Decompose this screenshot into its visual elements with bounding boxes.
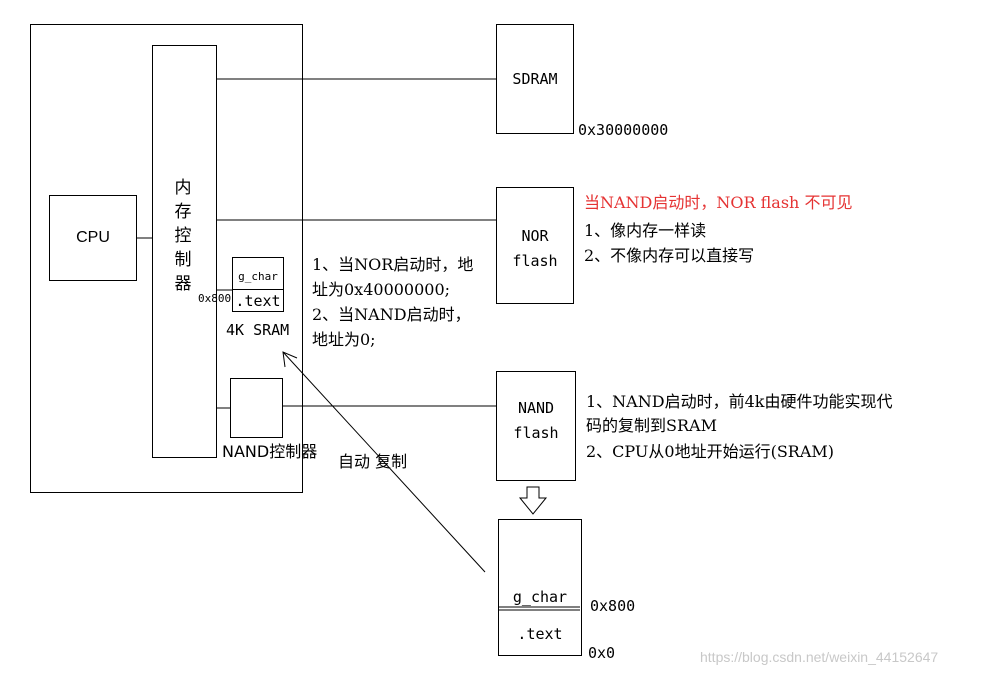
sdram-addr-label: 0x30000000 xyxy=(578,121,669,139)
nand-note-line: 码的复制到SRAM xyxy=(586,416,717,435)
nor-flash-box: NOR flash xyxy=(496,187,574,304)
auto-copy-arrow-head xyxy=(282,351,298,368)
sdram-box: SDRAM xyxy=(496,24,574,134)
sram-text-segment: .text xyxy=(235,291,281,310)
sram-addr-label: 0x800 xyxy=(198,292,232,305)
boot-note-line: 2、当NAND启动时， xyxy=(312,305,471,324)
nor-note-line: 2、不像内存可以直接写 xyxy=(584,246,755,265)
sram-g-char-segment: g_char xyxy=(233,258,283,290)
mem-ctrl-char: 器 xyxy=(174,274,192,294)
boot-note-line: 地址为0; xyxy=(312,330,376,349)
auto-copy-arrow-line xyxy=(282,351,486,573)
nand-content-text: .text xyxy=(517,625,563,643)
mem-ctrl-char: 内 xyxy=(174,178,192,198)
mem-ctrl-char: 存 xyxy=(174,202,192,222)
nand-content-box: g_char .text xyxy=(498,519,582,656)
down-arrow-icon xyxy=(518,486,548,515)
memory-controller-box: 内 存 控 制 器 xyxy=(152,45,217,458)
nand-controller-label: NAND控制器 xyxy=(222,442,318,461)
sdram-label: SDRAM xyxy=(512,70,558,88)
nor-label-line2: flash xyxy=(512,252,558,270)
nor-note-line: 1、像内存一样读 xyxy=(584,221,707,240)
nor-warning-note: 当NAND启动时，NOR flash 不可见 xyxy=(584,193,853,212)
mem-ctrl-char: 制 xyxy=(174,250,192,270)
nand-addr-high: 0x800 xyxy=(590,597,636,615)
nand-flash-box: NAND flash xyxy=(496,371,576,481)
boot-note-line: 址为0x40000000; xyxy=(312,280,451,299)
nand-note-line: 1、NAND启动时，前4k由硬件功能实现代 xyxy=(586,392,893,411)
nand-label-line2: flash xyxy=(513,424,559,442)
sram-size-label: 4K SRAM xyxy=(226,321,290,339)
nand-note-line: 2、CPU从0地址开始运行(SRAM) xyxy=(586,442,835,461)
nand-controller-box xyxy=(230,378,283,438)
auto-copy-label: 自动 复制 xyxy=(338,452,408,471)
mem-ctrl-char: 控 xyxy=(174,226,192,246)
nand-addr-low: 0x0 xyxy=(588,644,616,662)
nand-content-g-char: g_char xyxy=(512,588,568,606)
nor-label-line1: NOR xyxy=(521,227,549,245)
boot-note-line: 1、当NOR启动时，地 xyxy=(312,255,474,274)
sram-box: g_char .text xyxy=(232,257,284,312)
memory-controller-label: 内 存 控 制 器 xyxy=(173,176,193,296)
soc-chip-box xyxy=(30,24,303,493)
nand-label-line1: NAND xyxy=(517,399,555,417)
cpu-label: CPU xyxy=(76,229,110,246)
cpu-box: CPU xyxy=(49,195,137,281)
watermark-text: https://blog.csdn.net/weixin_44152647 xyxy=(700,649,939,665)
